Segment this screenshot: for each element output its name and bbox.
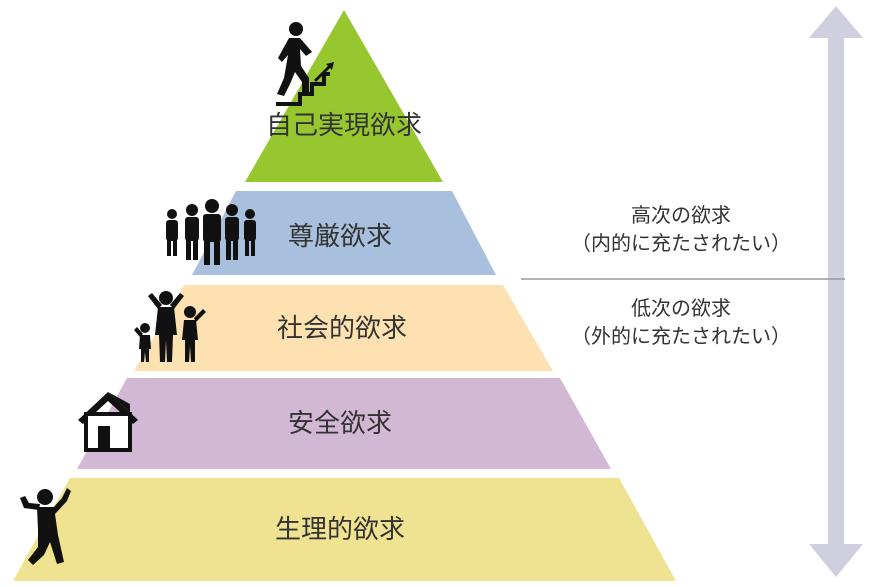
climbing-stairs-icon xyxy=(276,22,334,106)
higher-needs-title: 高次の欲求 xyxy=(631,203,731,227)
jumping-person-icon xyxy=(20,488,71,565)
level-label-physiological: 生理的欲求 xyxy=(275,515,405,545)
level-label-safety: 安全欲求 xyxy=(288,409,392,439)
higher-needs-subtitle: （内的に充たされたい） xyxy=(571,231,791,255)
house-icon xyxy=(78,392,138,452)
vertical-double-arrow xyxy=(809,6,863,577)
level-safety xyxy=(77,378,611,469)
level-label-esteem: 尊厳欲求 xyxy=(288,222,392,252)
lower-needs-subtitle: （外的に充たされたい） xyxy=(571,324,791,348)
level-social xyxy=(134,285,553,371)
level-self-actualization xyxy=(245,10,443,182)
level-label-self-actualization: 自己実現欲求 xyxy=(266,111,422,141)
level-physiological xyxy=(13,478,676,581)
level-label-social: 社会的欲求 xyxy=(277,314,407,344)
lower-needs-title: 低次の欲求 xyxy=(631,296,731,320)
level-esteem xyxy=(192,191,496,275)
family-icon xyxy=(134,291,206,362)
group-of-people-icon xyxy=(166,199,256,265)
